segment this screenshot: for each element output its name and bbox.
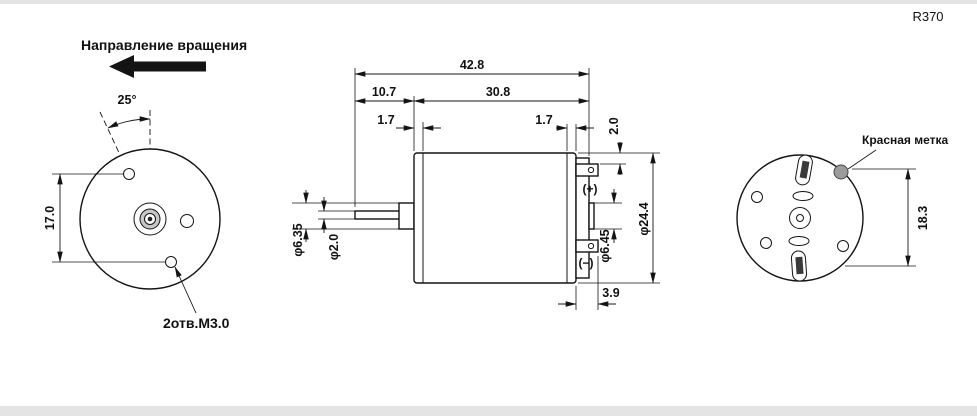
rear-boss [588,202,595,230]
positive-terminal-hole [587,166,595,174]
mounting-hole-lower [165,256,177,268]
rear-lip-dimension: 1.7 [535,113,552,127]
rear-hole-left-lower [760,237,772,249]
front-boss [398,202,415,230]
hole-angle-dimension: 25° [118,93,137,107]
shaft-length-dimension: 10.7 [372,85,396,99]
angle-dimension-arc [107,116,151,129]
side-view: (+) (−) 42.8 10.7 30.8 1.7 1.7 2.0 [291,58,660,310]
terminal-length-dimension: 3.9 [602,286,619,300]
shaft-diameter-dimension: φ2.0 [327,234,341,260]
rear-bottom-terminal-slot [790,250,808,282]
front-boss-diameter-dimension: φ6.35 [291,223,305,256]
motor-body [413,152,577,284]
rear-hole-right-lower [837,240,849,252]
rear-center-pin [796,214,804,222]
red-mark-label: Красная метка [862,133,949,147]
body-diameter-dimension: φ24.4 [637,202,651,235]
model-number: R370 [912,9,943,24]
mounting-holes-label: 2отв.М3.0 [163,315,230,331]
red-mark-leader [847,149,877,170]
rear-view: Красная метка 18.3 [736,133,949,282]
mounting-holes-leader [174,266,197,314]
positive-terminal-label: (+) [583,182,598,196]
rotation-direction-label: Направление вращения [81,37,247,53]
rear-top-terminal-slot [795,154,813,186]
red-mark [833,164,849,180]
rotation-arrow-icon [109,55,206,78]
terminal-metal [799,160,810,179]
negative-terminal-tab [575,239,599,253]
bottom-border-band [0,406,977,416]
front-side-hole [180,214,194,228]
motor-shaft [354,210,402,220]
vent-slot-lower [788,236,810,246]
front-shaft-center [147,216,153,222]
top-border-band [0,0,977,4]
mounting-hole-upper [123,168,135,180]
rear-boss-diameter-dimension: φ6.45 [598,229,612,262]
front-view: 25° 17.0 2отв.М3.0 [43,93,230,331]
terminal-metal [795,256,804,275]
hole-spacing-dimension: 17.0 [43,206,57,230]
negative-terminal-label: (−) [579,256,594,270]
positive-terminal-tab [575,163,599,177]
rotation-direction-callout: Направление вращения [81,37,247,78]
rear-hole-left-upper [751,191,763,203]
terminal-spacing-dimension: 18.3 [916,206,930,230]
terminal-offset-dimension: 2.0 [607,117,621,134]
body-length-dimension: 30.8 [486,85,510,99]
front-lip-dimension: 1.7 [377,113,394,127]
vent-slot-upper [792,191,814,201]
negative-terminal-hole [587,242,595,250]
total-length-dimension: 42.8 [460,58,484,72]
